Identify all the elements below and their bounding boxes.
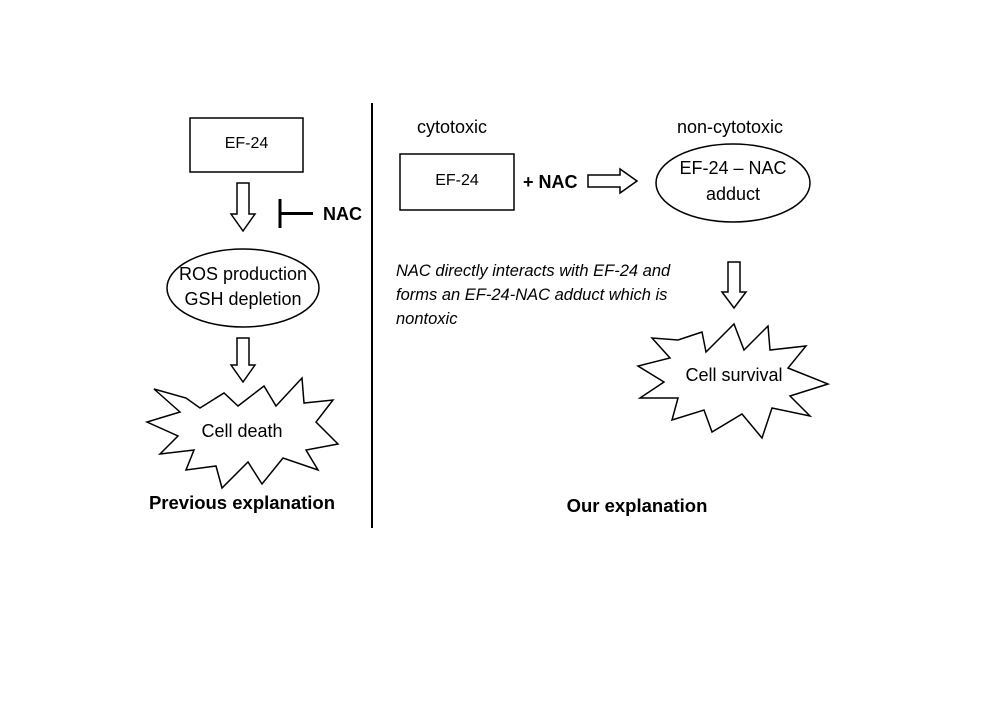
right-ef24-label: EF-24 (435, 172, 479, 189)
left-ef24-label: EF-24 (224, 135, 269, 152)
inhibition-symbol (278, 199, 313, 228)
right-ef24-box (399, 153, 515, 211)
right-ellipse-line2: adduct (705, 184, 761, 204)
cell-survival-starburst (636, 322, 831, 440)
right-down-arrow (720, 261, 748, 310)
left-down-arrow-1 (229, 182, 257, 233)
right-title: Our explanation (566, 495, 708, 516)
cell-survival-label: Cell survival (685, 365, 783, 385)
cell-death-starburst (144, 376, 340, 490)
left-ellipse-line1: ROS production (178, 264, 308, 284)
cell-death-label: Cell death (201, 421, 283, 441)
explanation-note: NAC directly interacts with EF-24 and fo… (396, 262, 671, 328)
cytotoxic-label: cytotoxic (417, 117, 488, 137)
left-nac-inhibitor-label: NAC (323, 204, 362, 224)
left-ef24-box (189, 117, 304, 173)
right-ellipse (655, 143, 811, 223)
left-ellipse (166, 248, 320, 328)
left-ellipse-line2: GSH depletion (184, 289, 302, 309)
non-cytotoxic-label: non-cytotoxic (677, 117, 784, 137)
left-down-arrow-2 (229, 337, 257, 384)
plus-nac-label: + NAC (523, 172, 578, 192)
right-ellipse-line1: EF-24 – NAC (679, 158, 787, 178)
right-arrow (587, 167, 639, 195)
left-title: Previous explanation (148, 492, 336, 513)
